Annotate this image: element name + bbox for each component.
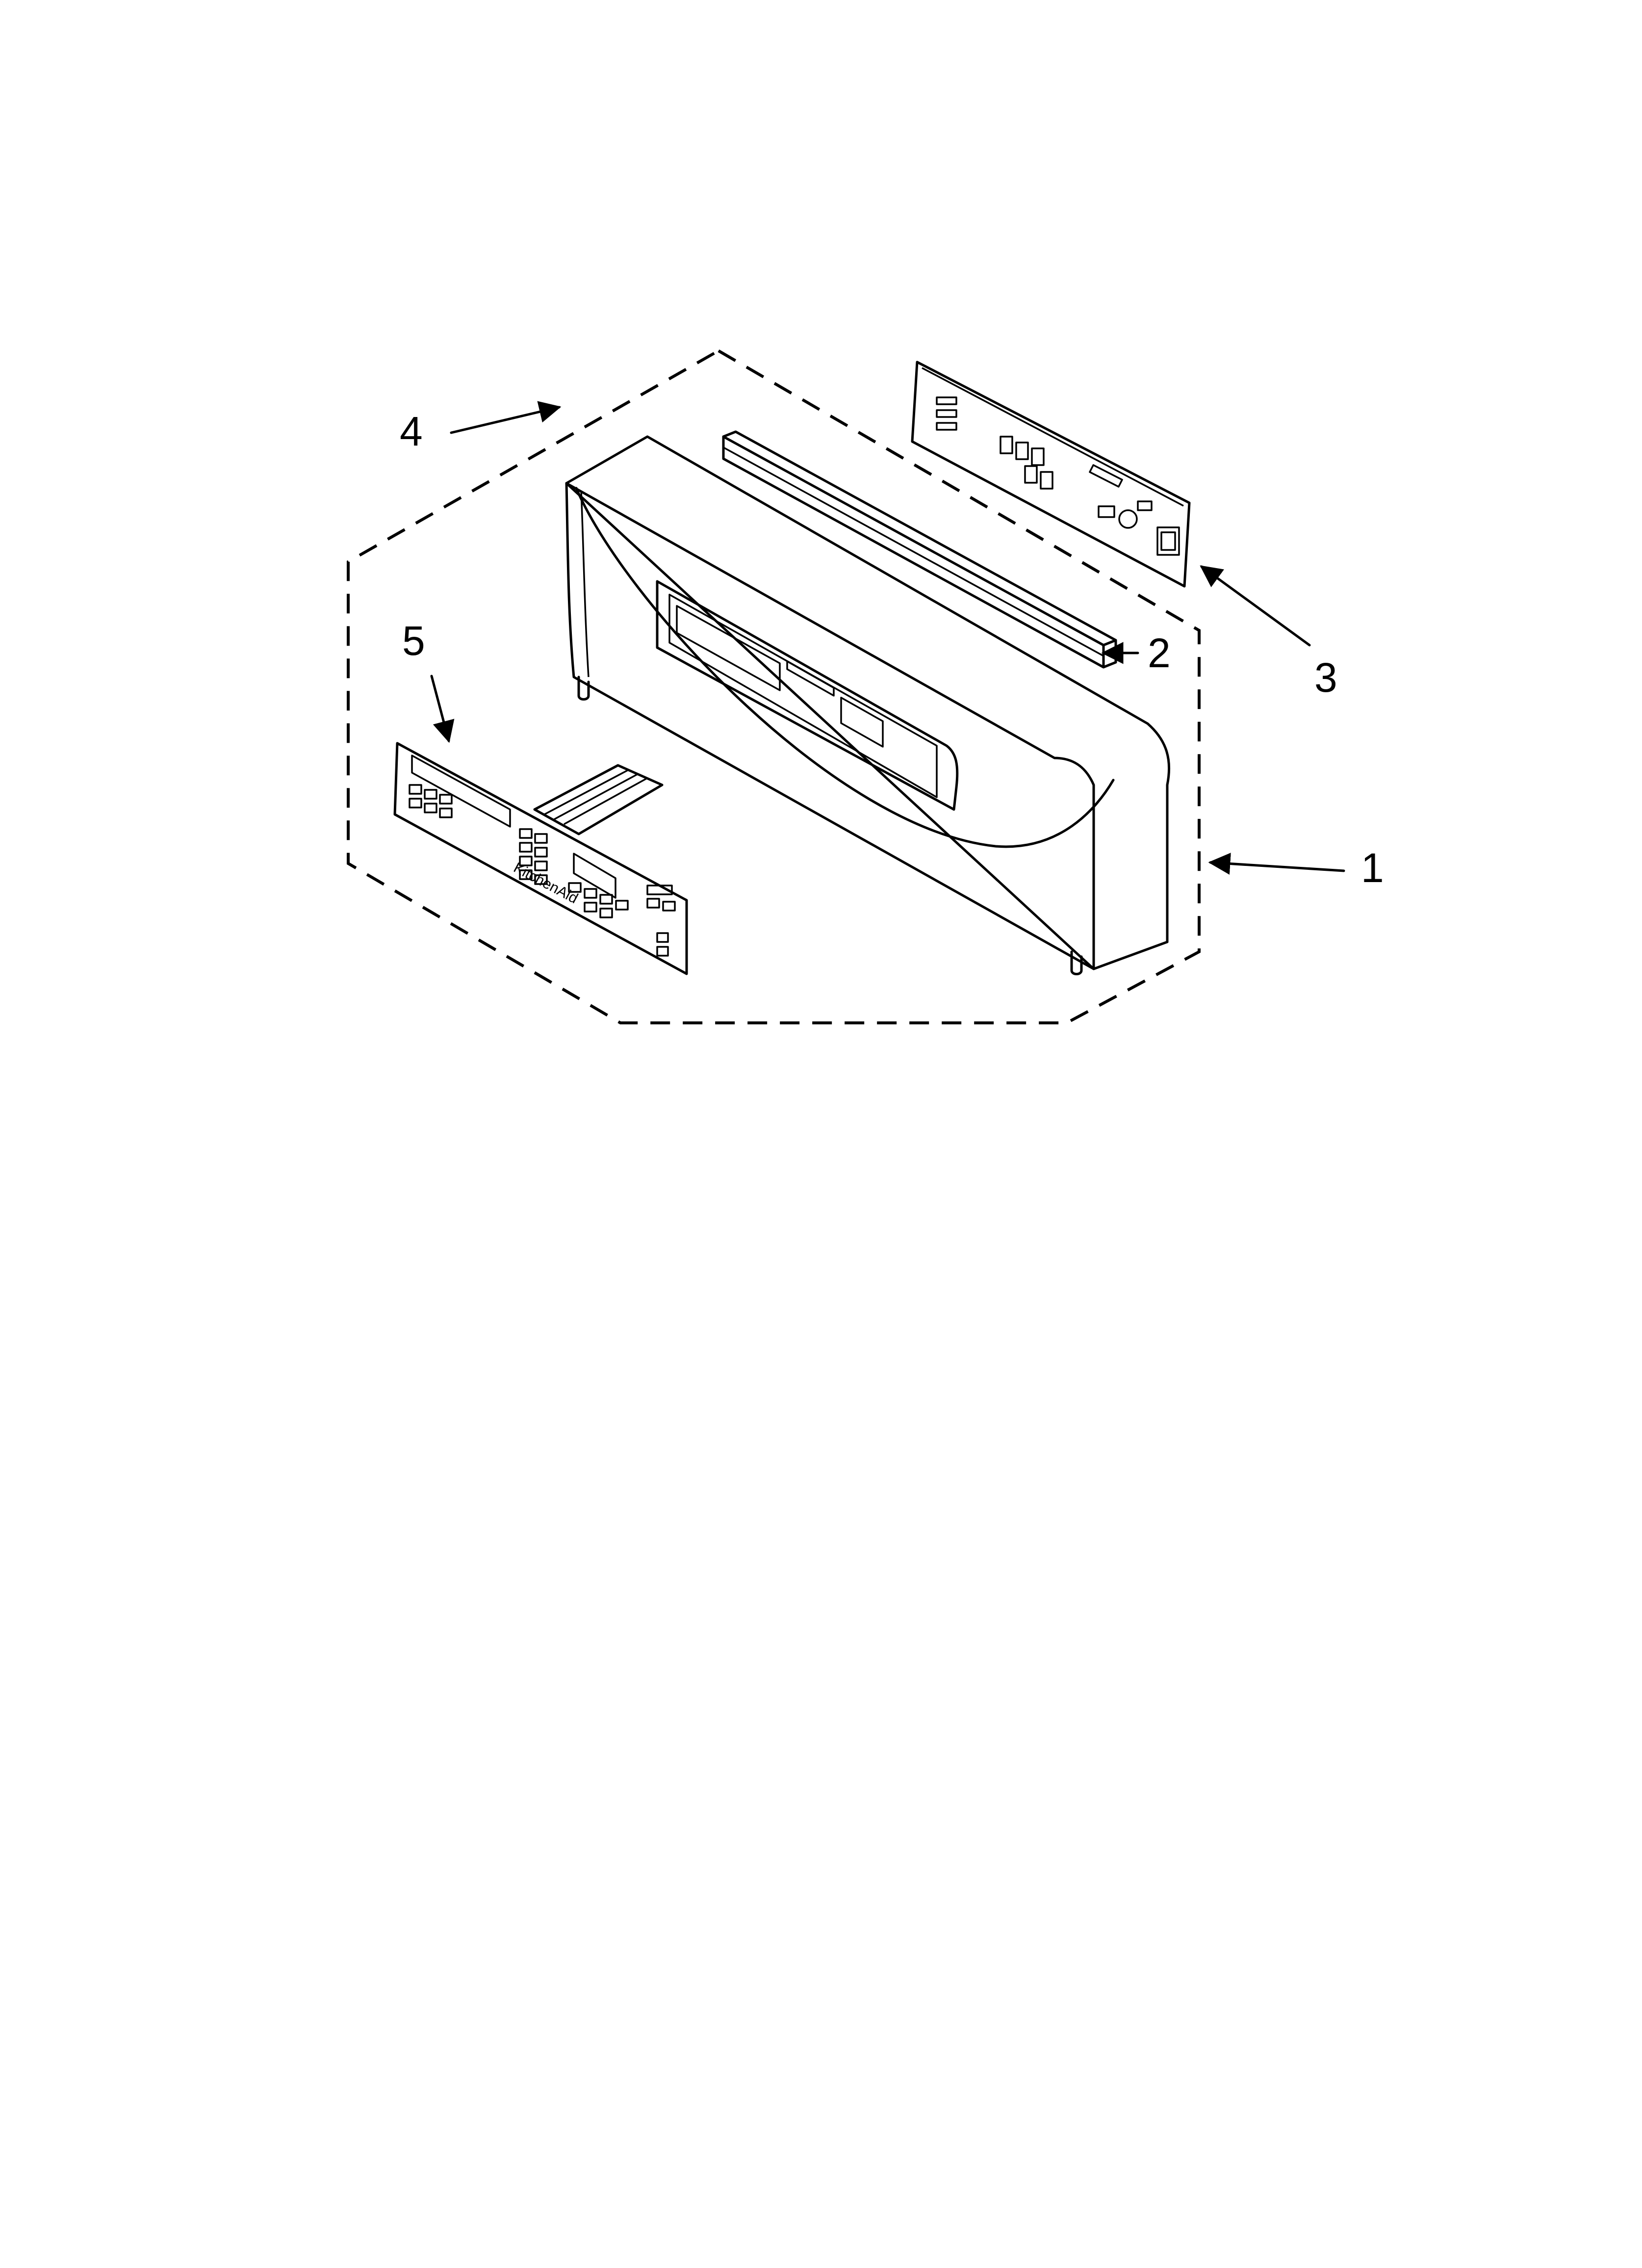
membrane-overlay: KitchenAid bbox=[393, 742, 688, 975]
callout-2-label: 2 bbox=[1148, 630, 1171, 676]
control-board bbox=[911, 361, 1191, 588]
callout-leaders bbox=[430, 401, 1345, 875]
control-panel-housing bbox=[565, 435, 1171, 975]
assembly-boundary bbox=[347, 349, 1201, 1024]
callout-4-label: 4 bbox=[400, 408, 423, 454]
callout-3-label: 3 bbox=[1314, 654, 1337, 701]
callout-1-label: 1 bbox=[1361, 845, 1384, 891]
callout-5-label: 5 bbox=[402, 618, 425, 664]
